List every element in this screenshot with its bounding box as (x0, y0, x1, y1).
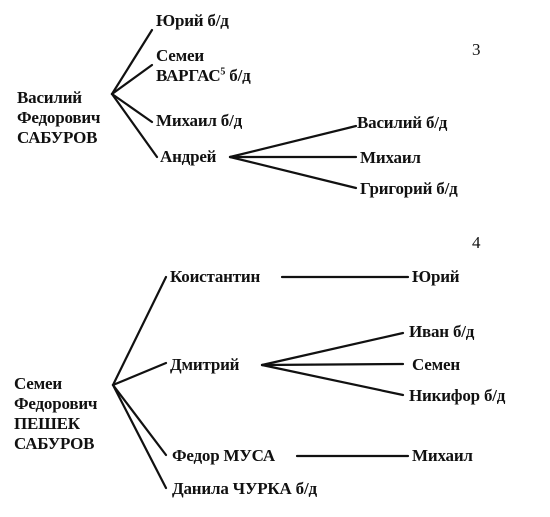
branch-line (228, 124, 358, 159)
child-name-line: ВАРГАС5 б/д (156, 66, 251, 86)
child-andrey: Андрей (160, 147, 217, 166)
note-suffix: б/д (225, 66, 251, 85)
grandchild-yuriy: Юрий (412, 267, 460, 286)
root-name-line: САБУРОВ (14, 434, 95, 453)
root-person-semen: Семеи Федорович ПЕШЕК САБУРОВ (14, 374, 98, 454)
branch-line (260, 331, 405, 367)
root-name-line: Василий (17, 88, 82, 107)
branch-line (110, 92, 159, 159)
child-fedor-musa: Федор МУСА (172, 446, 275, 465)
grandchild-nikifor: Никифор б/д (409, 386, 506, 405)
grandchild-mikhail: Михаил (360, 148, 421, 167)
child-konstantin: Коистантин (170, 267, 261, 286)
grandchild-vasiliy: Василий б/д (357, 113, 448, 132)
root-name-line: Федорович (14, 394, 98, 413)
grandchild-semen: Семен (412, 355, 460, 374)
branch-line (110, 63, 154, 96)
branch-line (111, 361, 168, 387)
root-name-line: Федорович (17, 108, 101, 127)
grandchild-mikhail: Михаил (412, 446, 473, 465)
branch-line (111, 383, 168, 457)
footnote-mark: 5 (220, 66, 226, 78)
child-semen-vargas: Семеи ВАРГАС5 б/д (156, 46, 251, 86)
grandchild-ivan: Иван б/д (409, 322, 475, 341)
child-danila-churka: Данила ЧУРКА б/д (172, 479, 317, 498)
root-name-line: Семеи (14, 374, 62, 393)
branch-line (111, 275, 168, 387)
root-person-vasiliy: Василий Федорович САБУРОВ (17, 88, 101, 148)
branch-line (260, 363, 405, 397)
grandchild-grigoriy: Григорий б/д (360, 179, 458, 198)
child-dmitriy: Дмитрий (170, 355, 240, 374)
surname: ВАРГАС (156, 66, 221, 85)
diagram-number-4: 4 (472, 233, 481, 252)
child-name-line: Семеи (156, 46, 204, 65)
branch-line (111, 383, 168, 490)
branch-line (110, 92, 154, 124)
diagram-number-3: 3 (472, 40, 481, 59)
branch-line (228, 155, 358, 190)
child-mikhail: Михаил б/д (156, 111, 243, 130)
root-name-line: ПЕШЕК (14, 414, 80, 433)
root-name-line: САБУРОВ (17, 128, 98, 147)
branch-line (110, 28, 154, 96)
branch-line (260, 362, 405, 367)
child-yuriy: Юрий б/д (156, 11, 229, 30)
